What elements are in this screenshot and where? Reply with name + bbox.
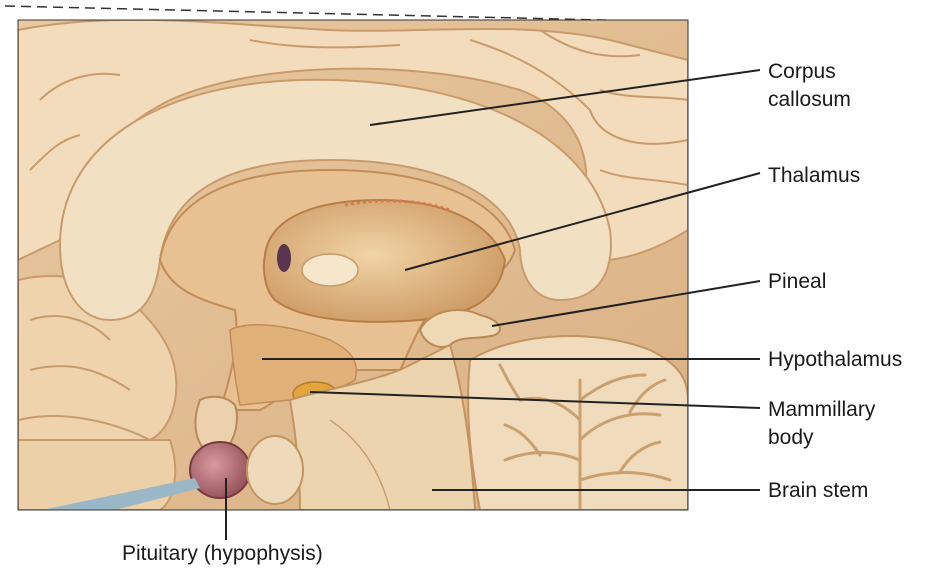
interthalamic-adhesion (302, 254, 358, 286)
label-hypothalamus: Hypothalamus (768, 346, 902, 374)
sella-turcica-bone (247, 436, 303, 504)
label-pituitary: Pituitary (hypophysis) (122, 540, 323, 568)
interventricular-foramen (277, 244, 291, 272)
label-mammillary-body: Mammillary body (768, 396, 875, 452)
label-thalamus: Thalamus (768, 162, 860, 190)
cerebellum-shape (468, 336, 688, 510)
label-pineal: Pineal (768, 268, 826, 296)
pituitary-shape (190, 442, 250, 498)
label-corpus-callosum: Corpus callosum (768, 58, 851, 114)
label-brain-stem: Brain stem (768, 477, 868, 505)
